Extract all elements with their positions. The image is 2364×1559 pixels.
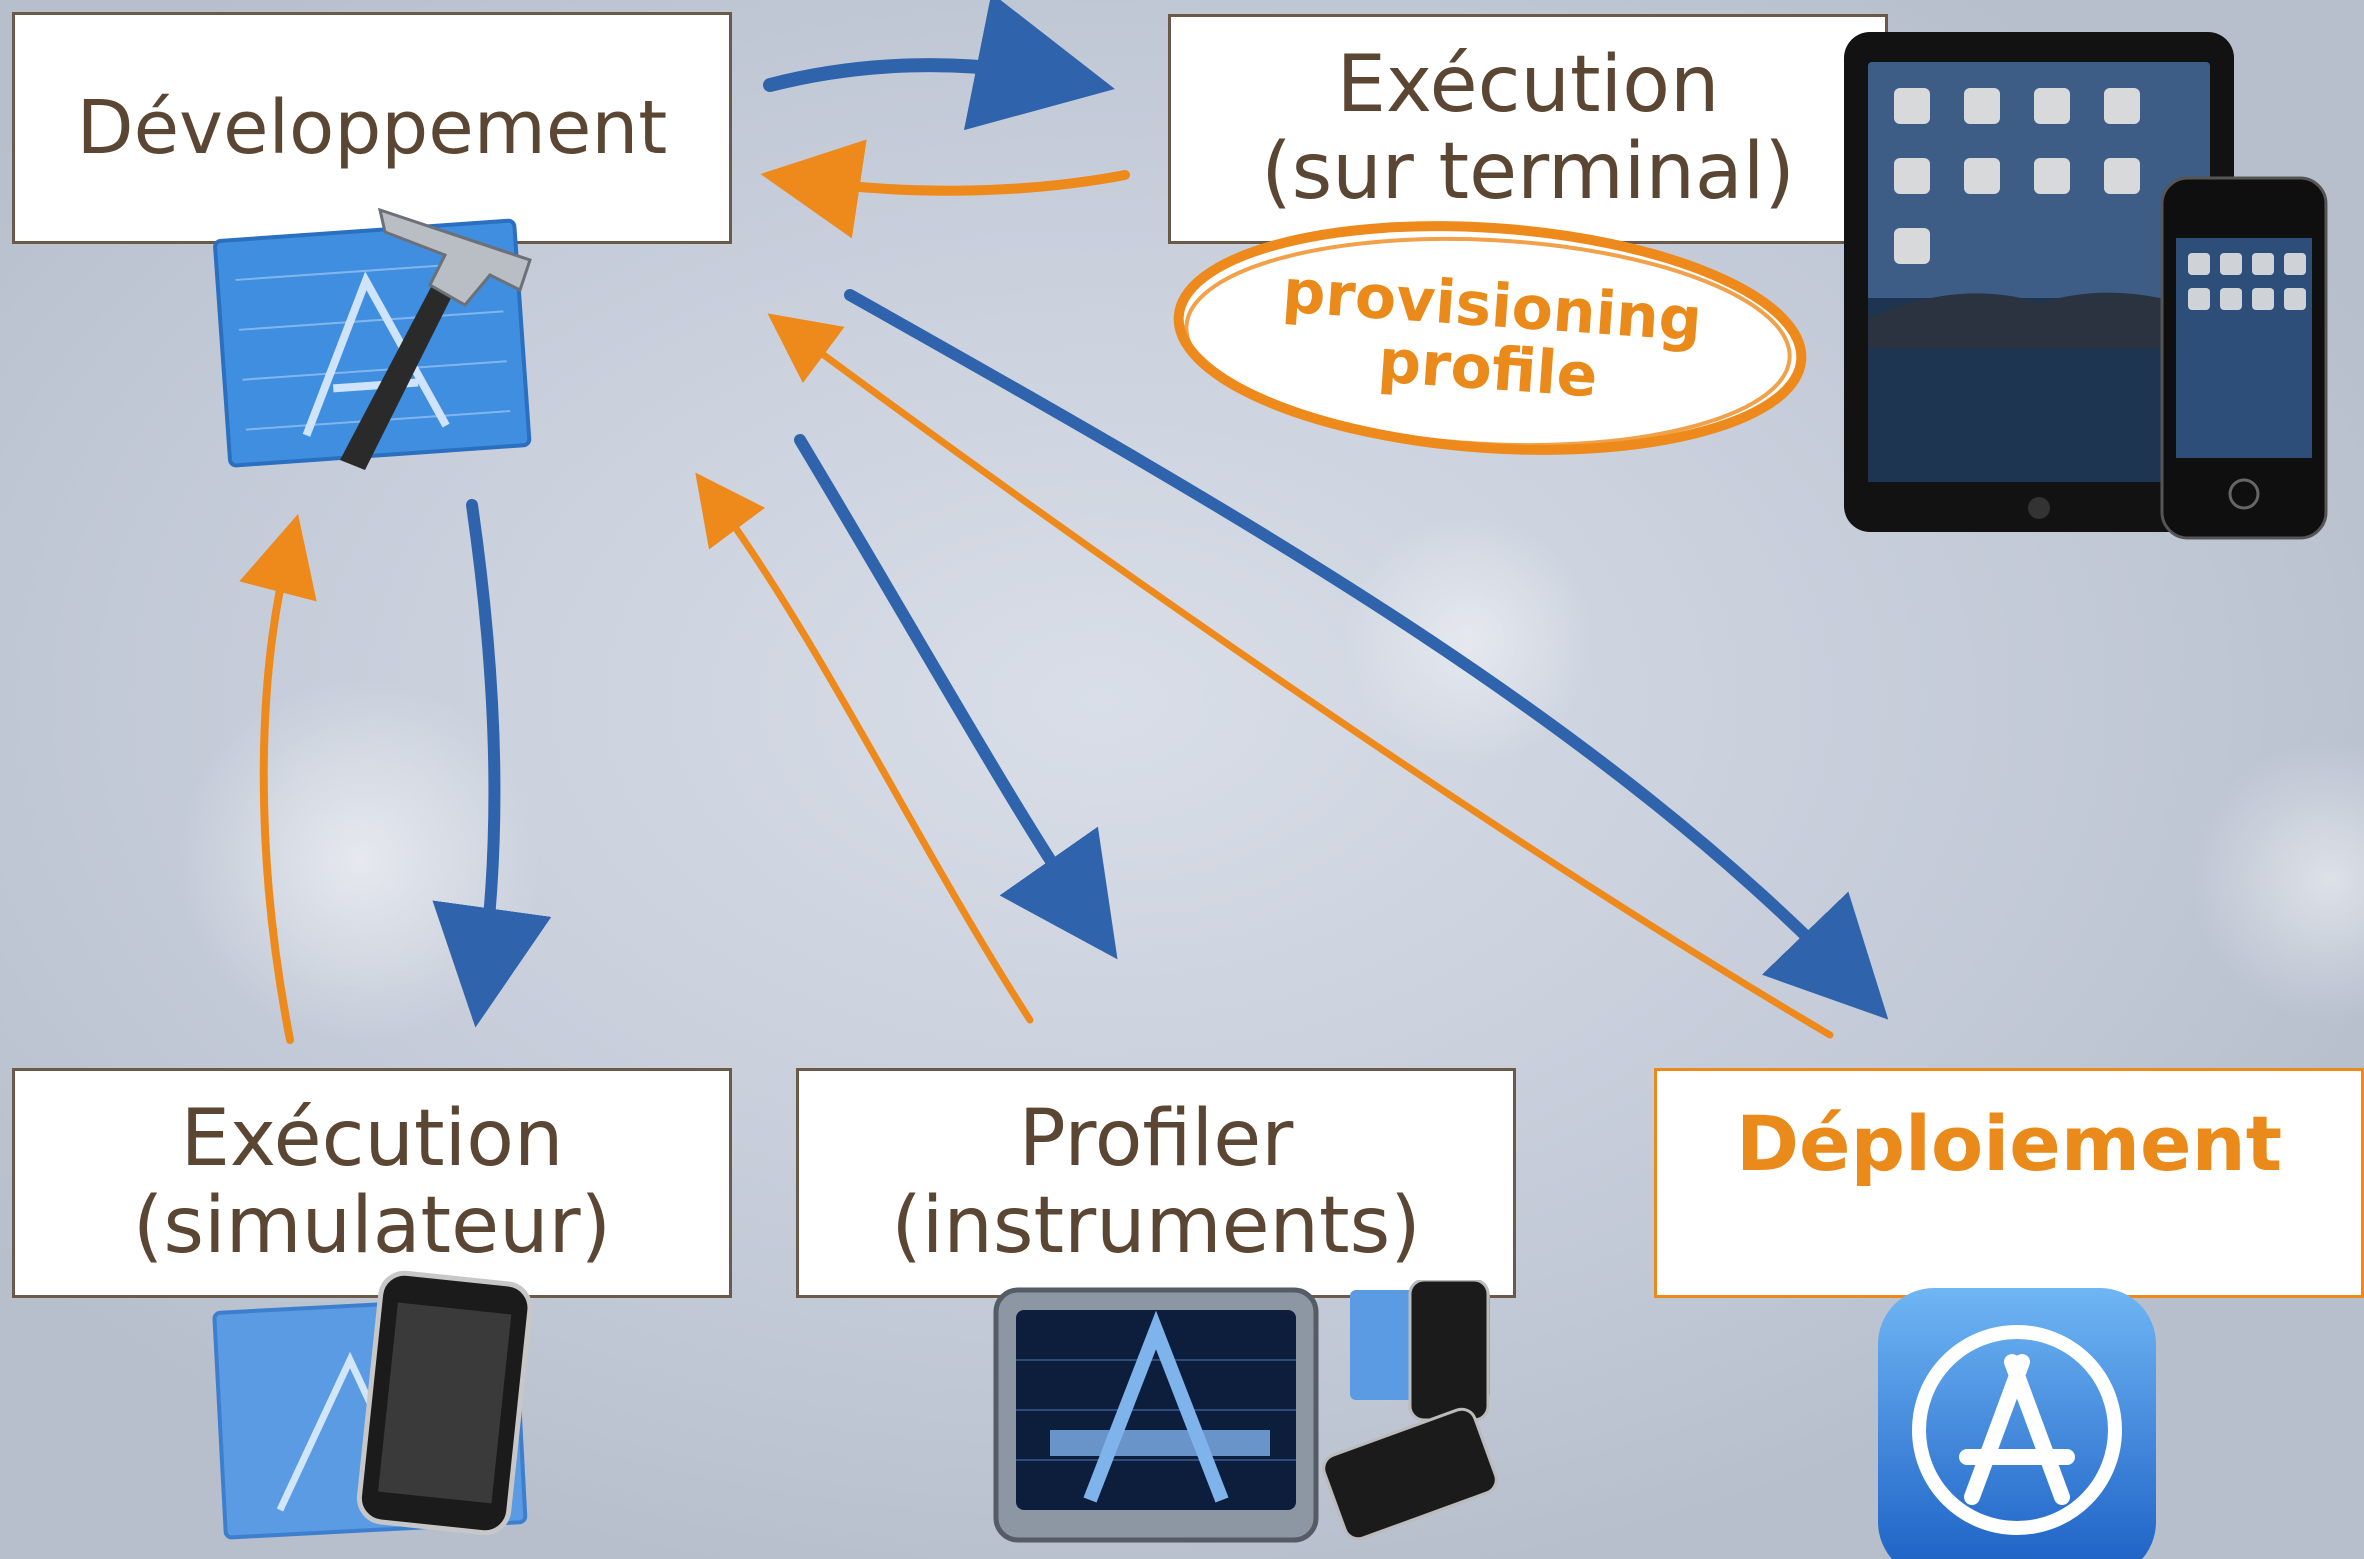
- device-run-line1: Exécution: [1336, 39, 1720, 130]
- provisioning-profile-badge: provisioning profile: [1163, 206, 1817, 470]
- app-store-icon: [1878, 1288, 2156, 1559]
- box-device-run: Exécution (sur terminal): [1168, 14, 1888, 244]
- device-run-line2: (sur terminal): [1261, 127, 1795, 217]
- arrow-dev-to-profiler: [794, 434, 1118, 960]
- ipad-iphone-icon: [1844, 32, 2328, 540]
- development-label: Développement: [76, 84, 668, 171]
- arrow-dev-to-device: [763, 0, 1115, 131]
- provisioning-line2: profile: [1375, 326, 1600, 412]
- instruments-icon: [993, 1280, 1498, 1543]
- box-simulator-run: Exécution (simulateur): [12, 1068, 732, 1298]
- box-deployment: Déploiement: [1654, 1068, 2364, 1298]
- simulator-run-line2: (simulateur): [132, 1181, 612, 1271]
- xcode-hammer-icon: [213, 207, 532, 470]
- arrow-profiler-to-dev: [695, 472, 1034, 1024]
- profiler-line2: (instruments): [891, 1181, 1421, 1271]
- ios-simulator-icon: [212, 1270, 533, 1540]
- profiler-line1: Profiler: [1018, 1093, 1294, 1184]
- simulator-run-line1: Exécution: [180, 1093, 564, 1184]
- arrow-device-to-dev: [760, 139, 1130, 239]
- box-development: Développement: [12, 12, 732, 244]
- arrow-deployment-to-dev: [767, 313, 1834, 1039]
- arrow-simulator-to-dev: [239, 514, 317, 1044]
- deployment-label: Déploiement: [1735, 1099, 2283, 1188]
- arrow-dev-to-simulator: [432, 499, 552, 1028]
- arrow-dev-to-deployment: [844, 289, 1889, 1020]
- box-profiler: Profiler (instruments): [796, 1068, 1516, 1298]
